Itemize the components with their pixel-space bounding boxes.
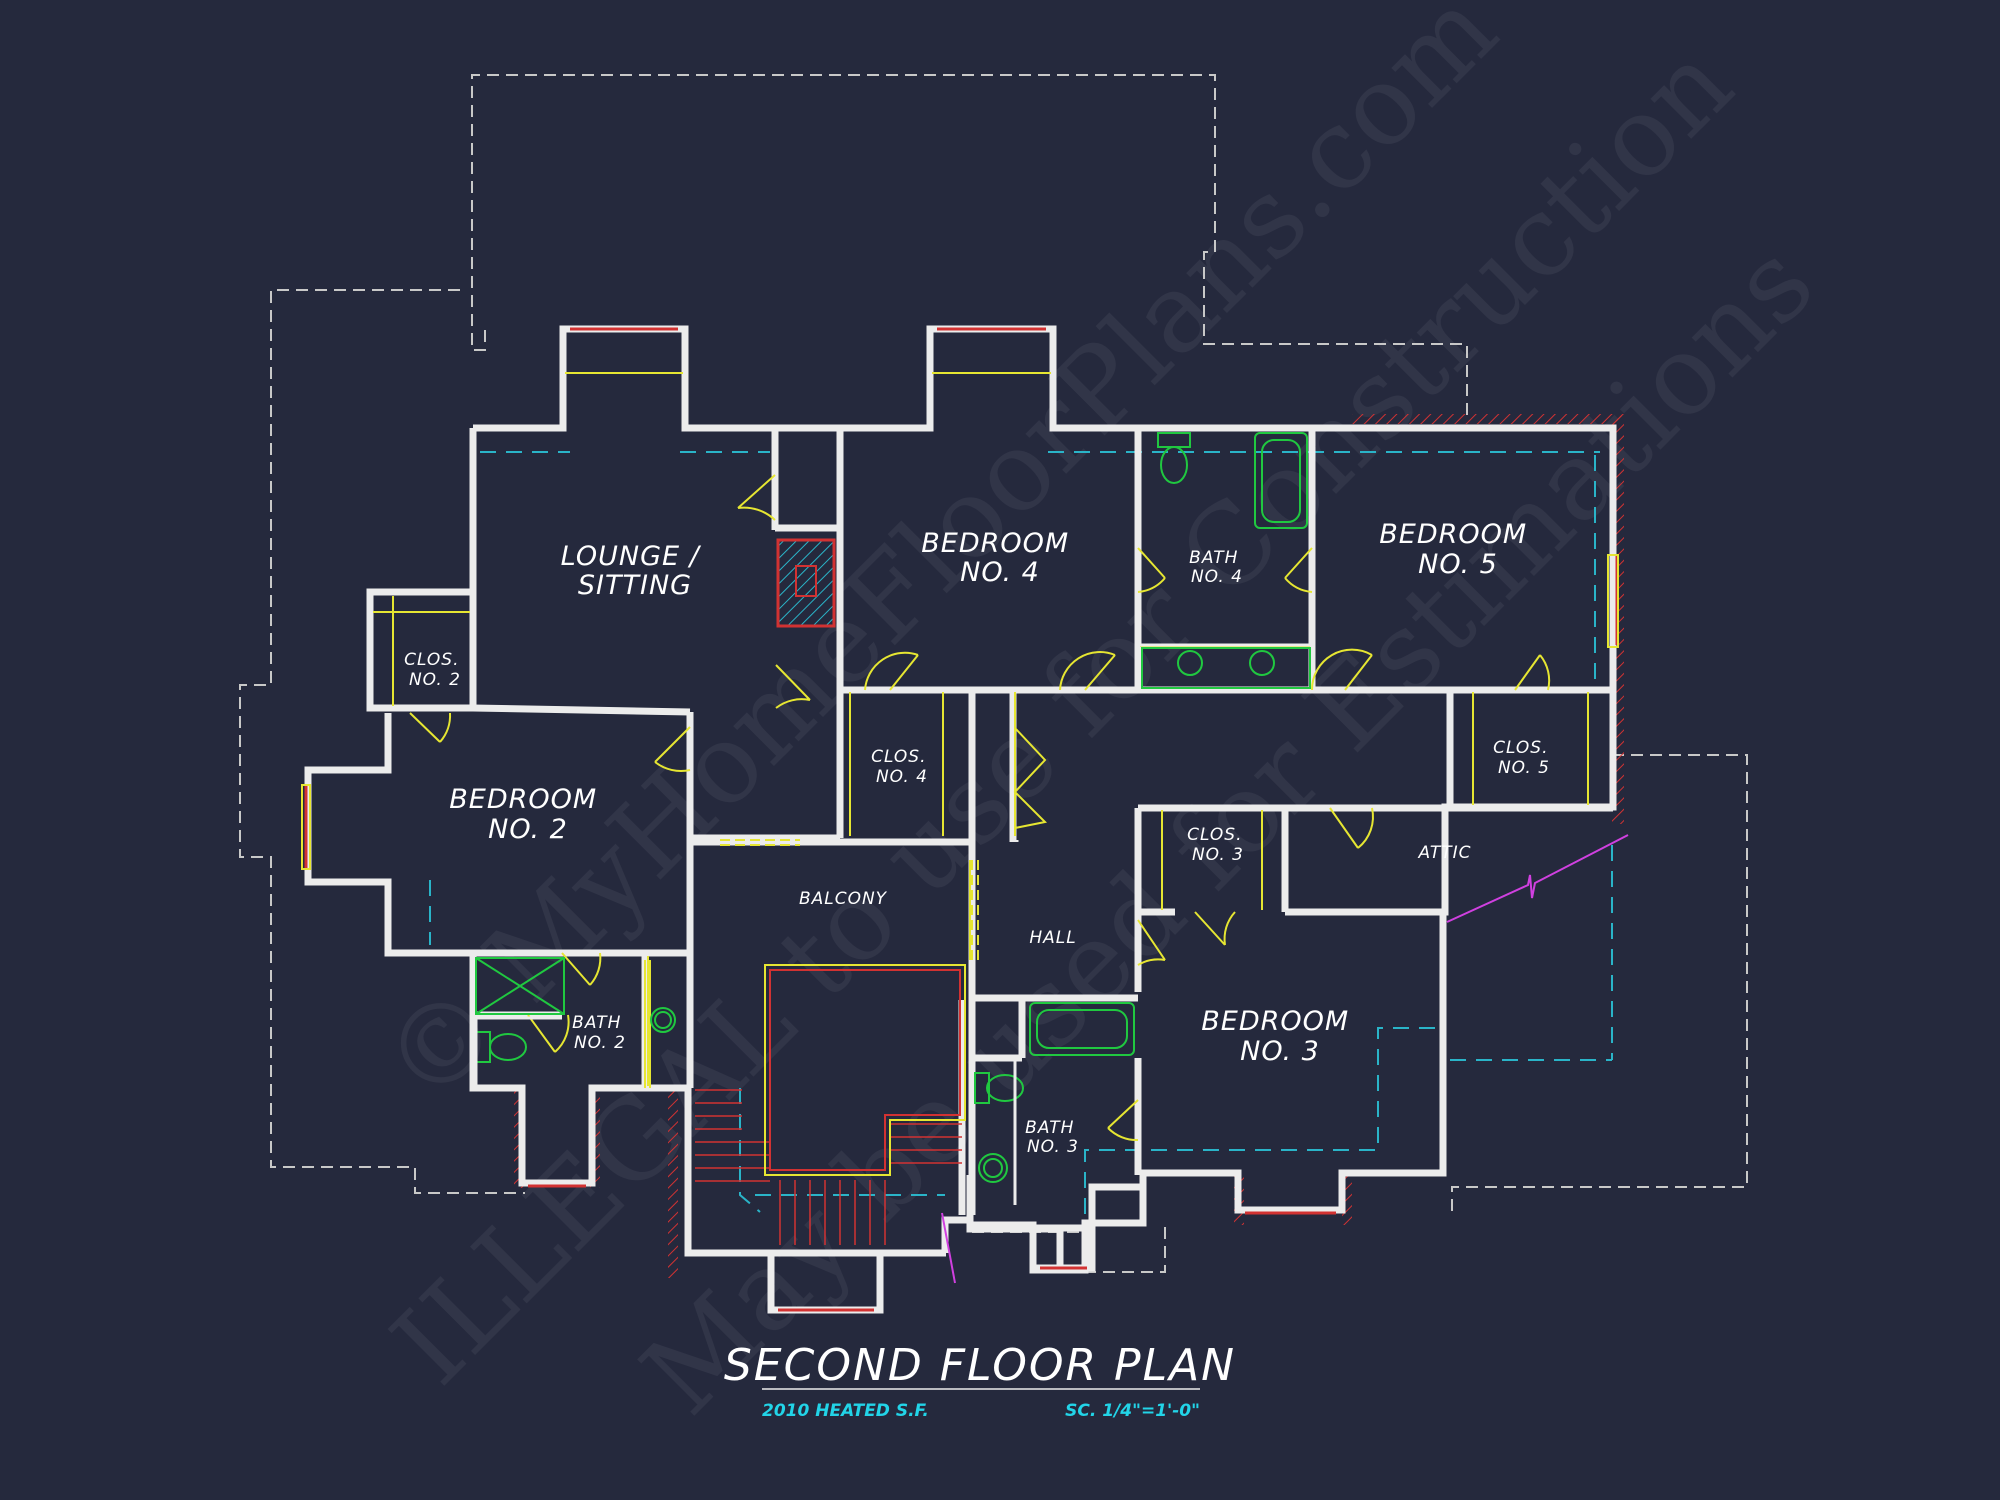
room-label-bedroom5: BEDROOM NO. 5 <box>1379 519 1537 580</box>
walls <box>304 325 1617 1314</box>
break-line <box>941 834 1629 1284</box>
watermark-line-2: ILLEGAL to use for Construction <box>368 20 1757 1409</box>
room-label-bedroom3: BEDROOM NO. 3 <box>1201 1006 1359 1067</box>
room-label-clos3: CLOS. NO. 3 <box>1187 825 1249 865</box>
room-label-bath4: BATH NO. 4 <box>1189 548 1245 587</box>
room-label-clos2: CLOS. NO. 2 <box>404 650 466 690</box>
room-label-clos5: CLOS. NO. 5 <box>1493 738 1555 778</box>
room-label-bath2: BATH NO. 2 <box>572 1013 628 1053</box>
sink-bath2 <box>650 1007 676 1033</box>
bathtub-bath4 <box>1254 432 1308 529</box>
room-label-lounge: LOUNGE / SITTING <box>561 541 710 601</box>
room-label-clos4: CLOS. NO. 4 <box>871 747 933 787</box>
sink-bath3 <box>978 1153 1008 1183</box>
title-block: SECOND FLOOR PLAN 2010 HEATED S.F. SC. 1… <box>724 1340 1236 1421</box>
room-labels: LOUNGE / SITTING BEDROOM NO. 4 BATH NO. … <box>404 519 1555 1157</box>
doors <box>409 474 1551 1142</box>
watermark-line-1: © MyHomeFloorPlans.com <box>358 0 1521 1128</box>
vanity-bath4 <box>1141 647 1311 689</box>
room-label-hall: HALL <box>1029 928 1076 948</box>
fixtures <box>475 432 1311 1183</box>
heated-area-label: 2010 HEATED S.F. <box>762 1401 929 1421</box>
room-label-bath3: BATH NO. 3 <box>1025 1118 1081 1157</box>
fireplace <box>776 538 836 628</box>
shower-bath2 <box>475 957 565 1015</box>
window-frames <box>301 554 1619 870</box>
room-label-balcony: BALCONY <box>799 889 888 909</box>
toilet-bath4 <box>1157 432 1191 448</box>
room-label-bedroom4: BEDROOM NO. 4 <box>921 528 1079 588</box>
room-label-bedroom2: BEDROOM NO. 2 <box>449 784 607 845</box>
bathtub-bath3 <box>1029 1002 1135 1056</box>
room-label-attic: ATTIC <box>1417 843 1471 863</box>
plan-title: SECOND FLOOR PLAN <box>724 1340 1236 1391</box>
scale-label: SC. 1/4"=1'-0" <box>1065 1401 1200 1421</box>
toilet-bath3 <box>974 1072 990 1104</box>
stair-opening <box>764 964 966 1176</box>
bath-lines <box>474 643 1312 1205</box>
stair <box>695 1089 962 1245</box>
